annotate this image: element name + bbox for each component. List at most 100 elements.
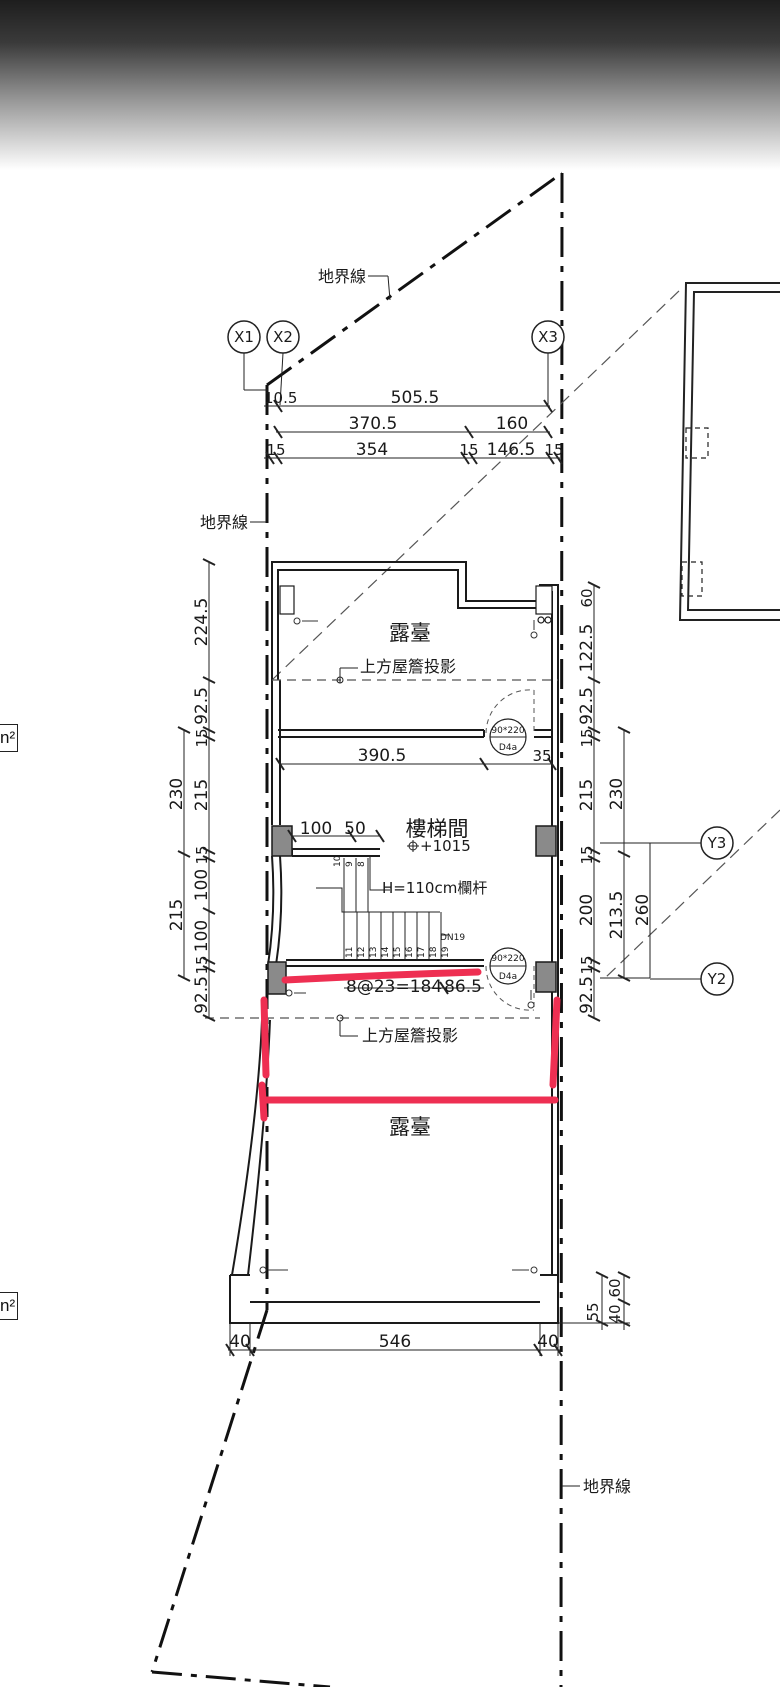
boundary-line-label: 地界線: [318, 267, 366, 286]
stair-step-number: 9: [345, 861, 355, 867]
eave-label-lower: 上方屋簷投影: [336, 1014, 458, 1045]
grid-label-x3: X3: [538, 328, 558, 346]
dim-right-15-b: 15: [578, 845, 596, 864]
stair-step-number: 17: [417, 947, 427, 958]
eave-projection-label: 上方屋簷投影: [362, 1026, 458, 1045]
stair-step-number: 15: [393, 947, 403, 958]
stair-step-number: 11: [345, 947, 355, 958]
grid-label-y2: Y2: [707, 970, 727, 988]
terrace-label-lower: 露臺: [389, 1115, 431, 1139]
dim-left-15-b: 15: [193, 845, 211, 864]
dim-bottom-546: 546: [379, 1332, 411, 1352]
stair-formula: 8@23=184: [346, 977, 442, 997]
grid-label-y3: Y3: [707, 834, 727, 852]
eave-label-upper: 上方屋簷投影: [336, 657, 456, 684]
stair-step-number: 14: [381, 946, 391, 958]
red-markup: [258, 968, 561, 1122]
right-dimension-lines: [587, 581, 651, 1022]
dim-top-146-5: 146.5: [487, 440, 536, 460]
door-size-label: 90*220: [491, 726, 524, 736]
boundary-label-left: 地界線: [200, 513, 266, 532]
dim-left-100-a: 100: [192, 869, 212, 901]
door-type-label: D4a: [499, 972, 517, 982]
downspouts: [279, 585, 553, 624]
bottom-dimension-lines: [225, 1271, 631, 1357]
grid-axes: [227, 320, 734, 996]
terrace-label-upper: 露臺: [389, 621, 431, 645]
dim-left-92-5-b: 92.5: [192, 976, 212, 1014]
level-marker: +1015: [407, 837, 471, 855]
boundary-line-label: 地界線: [200, 513, 248, 532]
stair-step-number: 19: [441, 946, 451, 958]
inner-dimension-lines: [275, 757, 557, 995]
dim-bottom-40-b: 40: [537, 1332, 559, 1352]
top-dimension-lines: [264, 399, 563, 465]
stair-step-number: 10: [333, 855, 343, 867]
dim-top-370-5: 370.5: [349, 414, 398, 434]
dim-top-15-c: 15: [544, 441, 563, 459]
dim-top-160: 160: [496, 414, 528, 434]
boundary-label-bottom: 地界線: [562, 1477, 631, 1496]
stair-step-number: 8: [357, 861, 367, 867]
grid-label-x1: X1: [234, 328, 254, 346]
dim-left-100-b: 100: [192, 920, 212, 952]
dim-right-92-5-a: 92.5: [577, 687, 597, 725]
grid-bubble-x1: [227, 320, 268, 391]
grid-bubble-x3: [531, 320, 565, 405]
dim-top-10-5: 10.5: [264, 389, 297, 407]
dim-390-5: 390.5: [358, 746, 407, 766]
dim-left-224-5: 224.5: [192, 598, 212, 647]
dim-bottom-40-a: 40: [229, 1332, 251, 1352]
eave-projection-lines: [205, 679, 558, 1019]
stair-dn-label: DN19: [440, 933, 465, 943]
boundary-label-top: 地界線: [318, 267, 391, 301]
dim-right-60: 60: [578, 588, 596, 607]
edge-area-tag-upper: n²: [0, 724, 18, 752]
dim-35: 35: [532, 747, 551, 765]
grid-bubble-y2: [650, 962, 734, 996]
dim-bottom-60: 60: [606, 1278, 624, 1297]
stair-hall-label: 樓梯間: [406, 817, 469, 841]
building-walls: [229, 561, 559, 1324]
floor-drains: [259, 617, 538, 1274]
stair-step-numbers: 10 9 8 11 12 13 14 15 16 17 18 19: [333, 855, 451, 958]
stair-step-number: 12: [357, 947, 367, 958]
grid-bubble-y3: [650, 826, 734, 860]
door-upper: 90*220 D4a: [485, 689, 535, 756]
dim-left-92-5-a: 92.5: [192, 687, 212, 725]
dim-50: 50: [344, 819, 366, 839]
dim-left-215-outer: 215: [167, 899, 187, 931]
dim-bottom-55: 55: [584, 1302, 602, 1321]
top-shadow-gradient: [0, 0, 780, 170]
eave-projection-label: 上方屋簷投影: [360, 657, 456, 676]
roof-diagonal: [271, 289, 780, 979]
dim-left-230: 230: [167, 778, 187, 810]
dim-100: 100: [300, 819, 332, 839]
dim-right-15-c: 15: [578, 955, 596, 974]
door-size-label: 90*220: [491, 954, 524, 964]
dim-top-354: 354: [356, 440, 388, 460]
edge-area-tag-lower: n²: [0, 1292, 18, 1320]
stair-step-number: 13: [369, 947, 379, 958]
railing-label: H=110cm欄杆: [382, 879, 487, 897]
dim-top-505-5: 505.5: [391, 388, 440, 408]
dim-bottom-40-c: 40: [606, 1304, 624, 1323]
dim-left-15-a: 15: [193, 728, 211, 747]
grid-label-x2: X2: [273, 328, 293, 346]
dim-right-15-a: 15: [578, 728, 596, 747]
dim-right-260: 260: [633, 894, 653, 926]
left-dimension-lines: [177, 558, 216, 1022]
dim-right-200: 200: [577, 894, 597, 926]
stair-step-number: 18: [429, 946, 439, 958]
door-type-label: D4a: [499, 743, 517, 753]
dim-left-15-c: 15: [193, 955, 211, 974]
structural-columns: [267, 825, 557, 995]
adjacent-building: [678, 282, 780, 621]
grid-bubble-x2: [266, 320, 300, 406]
dim-right-92-5-b: 92.5: [577, 976, 597, 1014]
door-lower: 90*220 D4a: [485, 947, 535, 1011]
dim-right-230: 230: [607, 778, 627, 810]
dim-right-122-5: 122.5: [577, 624, 597, 673]
staircase: [316, 856, 448, 960]
